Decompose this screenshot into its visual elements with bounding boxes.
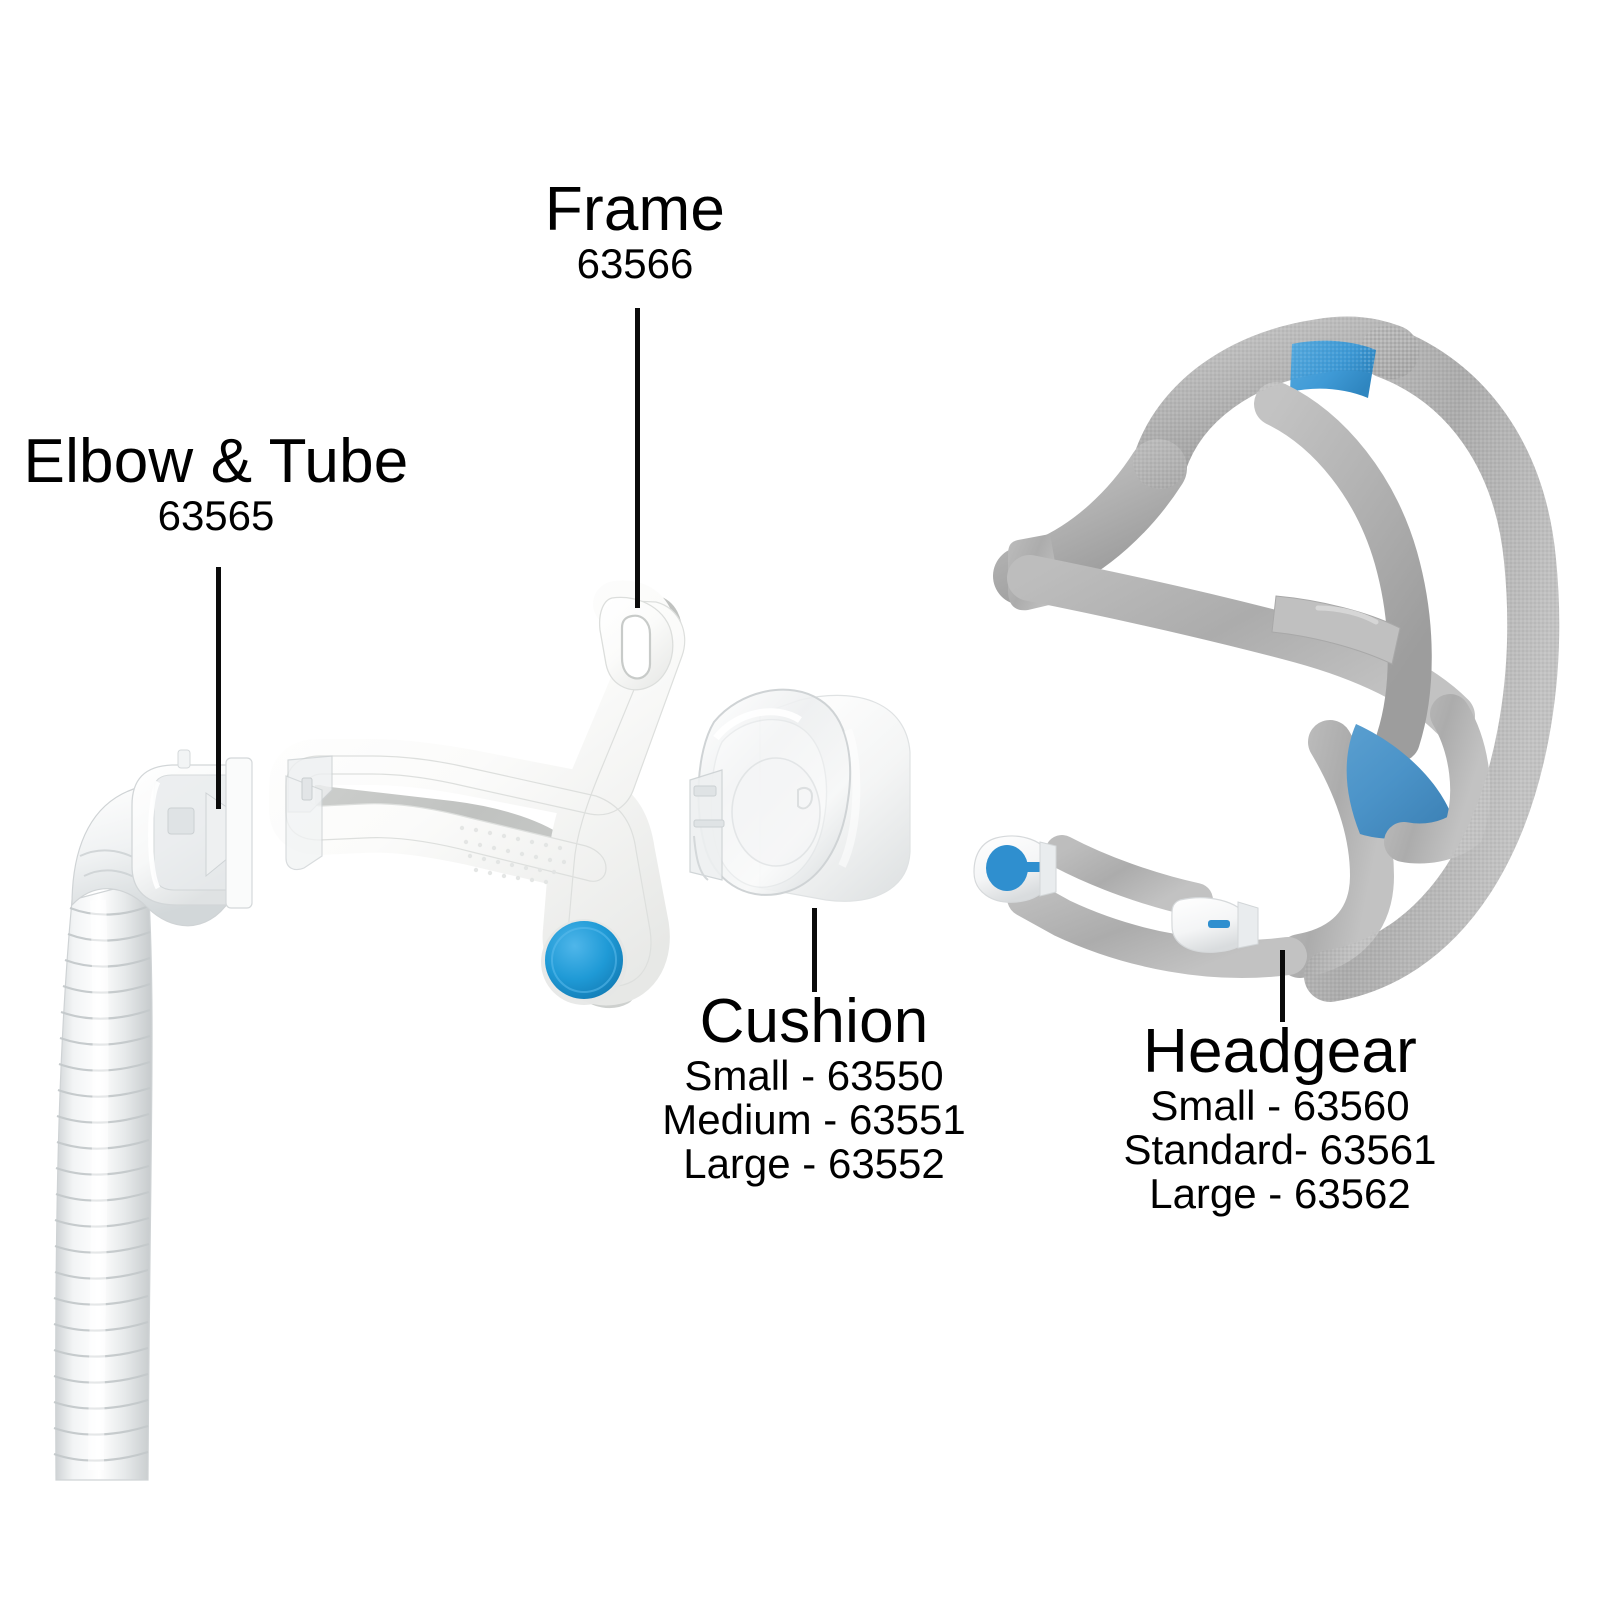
label-frame-part-number: 63566: [576, 240, 694, 288]
leader-line-headgear: [1280, 950, 1285, 1022]
leader-line-elbow: [216, 567, 221, 809]
label-frame-title: Frame: [544, 175, 726, 244]
label-elbow-part-number: 63565: [157, 492, 275, 540]
label-cushion-size-large: Large - 63552: [683, 1139, 945, 1187]
headgear-clip-left: [973, 835, 1057, 903]
elbow-and-tube-illustration: [53, 749, 253, 1481]
leader-line-cushion: [812, 908, 817, 992]
label-headgear-size-large: Large - 63562: [1149, 1169, 1411, 1217]
headgear-illustration: [973, 316, 1560, 1002]
nasal-cushion-illustration: [689, 688, 911, 902]
label-headgear-title: Headgear: [1143, 1017, 1417, 1086]
leader-line-frame: [635, 308, 640, 608]
label-headgear-size-standard: Standard- 63561: [1123, 1126, 1437, 1174]
label-cushion-size-medium: Medium - 63551: [662, 1096, 966, 1144]
label-elbow-and-tube: Elbow & Tube 63565: [16, 427, 416, 540]
label-headgear: Headgear Small - 63560 Standard- 63561 L…: [1080, 1017, 1480, 1217]
label-frame: Frame 63566: [435, 175, 835, 288]
label-cushion: Cushion Small - 63550 Medium - 63551 Lar…: [614, 987, 1014, 1187]
label-headgear-size-small: Small - 63560: [1150, 1082, 1410, 1130]
label-cushion-title: Cushion: [699, 987, 929, 1056]
label-elbow-title: Elbow & Tube: [23, 427, 409, 496]
mask-frame-illustration: [269, 580, 686, 1009]
label-cushion-size-small: Small - 63550: [684, 1052, 944, 1100]
headgear-clip-right: [1171, 897, 1259, 953]
